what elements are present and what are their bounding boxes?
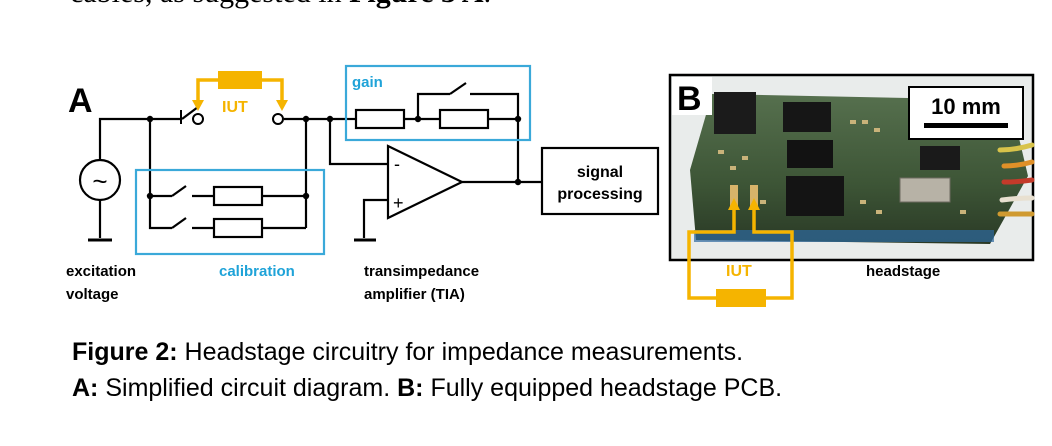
pcb-edge — [694, 230, 994, 242]
caption-a-text: Simplified circuit diagram. — [98, 374, 398, 402]
caption-title: Headstage circuitry for impedance measur… — [177, 338, 744, 366]
iut-b-arrow-right-icon — [748, 198, 760, 210]
tia-label-line2: amplifier (TIA) — [364, 286, 465, 303]
op-amp-triangle — [386, 144, 465, 220]
signal-label-line1: signal — [577, 164, 623, 181]
iut-arrow-left-icon — [192, 100, 204, 111]
caption-line-1: Figure 2: Headstage circuitry for impeda… — [72, 338, 743, 367]
caption-line-2: A: Simplified circuit diagram. B: Fully … — [72, 374, 782, 403]
signal-label-line2: processing — [557, 186, 642, 203]
electrode-pin-right — [750, 185, 758, 207]
calibration-resistor-1 — [212, 185, 264, 207]
headstage-label: headstage — [866, 263, 940, 280]
ac-source-tilde: ~ — [92, 166, 107, 196]
op-amp-minus: - — [394, 154, 400, 174]
iut-connection-a — [196, 78, 284, 106]
switch-contact-right — [272, 113, 284, 125]
caption-figure-label: Figure 2: — [72, 338, 178, 366]
panel-b-letter-bg — [672, 77, 712, 115]
ic-chip-4 — [920, 146, 960, 170]
top-text-end: . — [484, 0, 492, 9]
iut-arrow-right-icon — [276, 100, 288, 111]
calibration-box — [134, 168, 326, 256]
iut-label-a: IUT — [222, 99, 248, 116]
excitation-label-line2: voltage — [66, 286, 119, 303]
iut-element-a — [218, 71, 262, 89]
caption-b-text: Fully equipped headstage PCB. — [423, 374, 783, 402]
ac-source-icon — [78, 158, 122, 202]
connector-chip — [714, 92, 756, 134]
smd-components — [718, 120, 966, 214]
tia-label-line1: transimpedance — [364, 263, 479, 280]
gain-resistor-1 — [354, 108, 406, 130]
panel-b: B 10 mm IUT headstage — [668, 73, 1035, 307]
electrode-pin-left — [730, 185, 738, 207]
scale-bar-line — [924, 123, 1008, 128]
signal-processing-box — [540, 146, 660, 216]
circuit-wires — [88, 82, 542, 242]
cable-wires — [997, 142, 1035, 217]
iut-b-arrow-left-icon — [728, 198, 740, 210]
ic-chip-1 — [783, 102, 831, 132]
top-text-normal: cables, as suggested in — [70, 0, 349, 9]
iut-connection-b — [687, 206, 794, 300]
caption-a-label: A: — [72, 374, 99, 402]
scale-bar-label: 10 mm — [931, 94, 1001, 119]
panel-b-letter: B — [677, 80, 702, 118]
caption-b-label: B: — [397, 374, 424, 402]
ic-chip-3 — [786, 176, 844, 216]
iut-element-b — [716, 289, 766, 307]
switch-contact-left — [192, 113, 204, 125]
iut-label-b: IUT — [726, 263, 752, 280]
crystal-oscillator — [899, 177, 951, 203]
gain-resistor-2 — [438, 108, 490, 130]
gain-box — [344, 64, 532, 142]
top-text-line: cables, as suggested in Figure 3 A. — [70, 0, 491, 10]
panel-a: A — [66, 64, 660, 303]
resistors — [212, 108, 490, 239]
op-amp-plus: + — [393, 193, 404, 213]
scale-bar-box — [908, 86, 1024, 140]
ic-chip-2 — [787, 140, 833, 168]
junction-dots — [146, 115, 522, 200]
top-text-bold: Figure 3 A — [349, 0, 483, 9]
calibration-resistor-2 — [212, 217, 264, 239]
calibration-label: calibration — [219, 263, 295, 280]
panel-a-letter: A — [68, 82, 93, 120]
excitation-label-line1: excitation — [66, 263, 136, 280]
gain-label: gain — [352, 74, 383, 91]
